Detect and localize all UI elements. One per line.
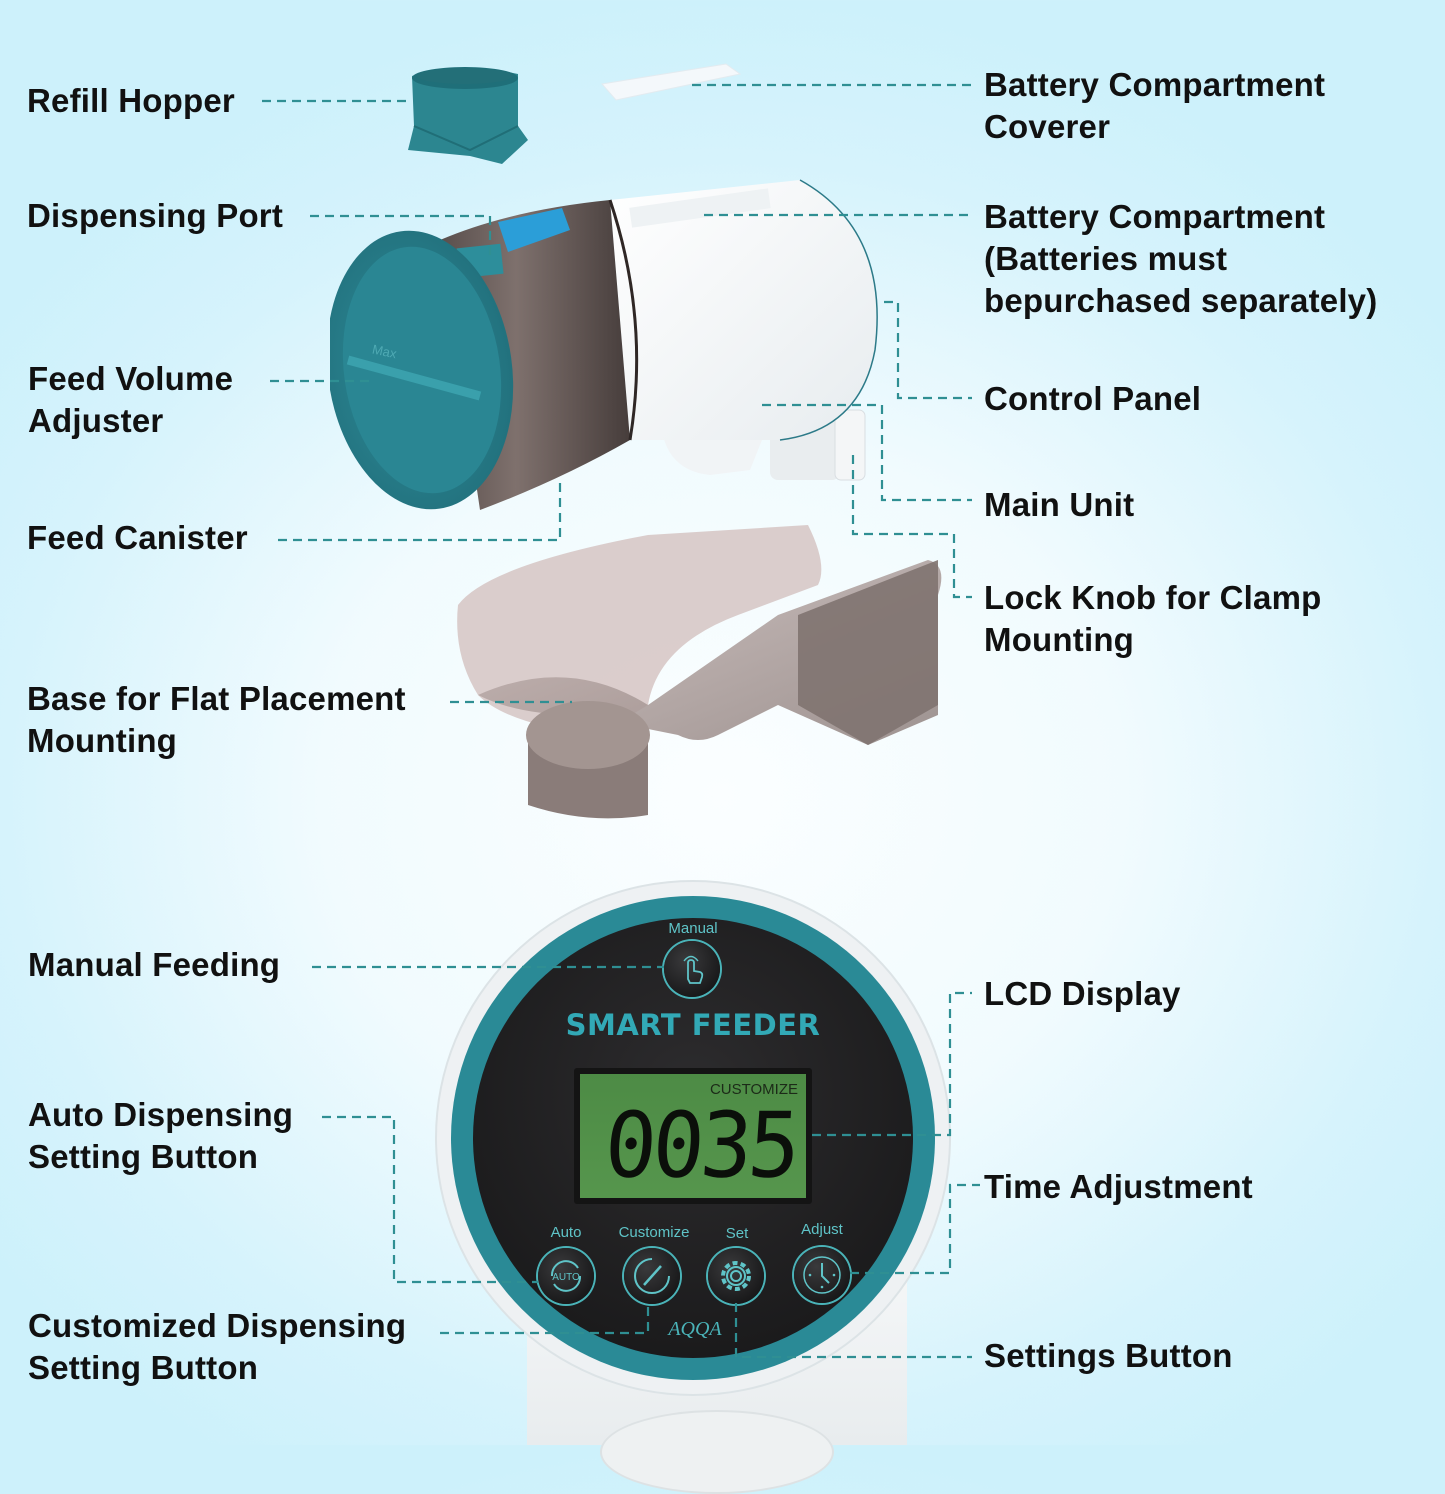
hand-tap-icon <box>683 955 704 984</box>
label-feed-canister: Feed Canister <box>27 519 248 556</box>
label-auto-dispensing: Auto Dispensing Setting Button <box>28 1096 294 1175</box>
auto-cycle-icon: AUTO <box>550 1260 582 1292</box>
label-base-flat-placement: Base for Flat Placement Mounting <box>27 680 406 759</box>
label-battery-compartment-cover: Battery Compartment Coverer <box>984 66 1326 145</box>
adjust-button-label: Adjust <box>801 1221 843 1238</box>
refill-hopper-part <box>408 67 528 164</box>
customize-button[interactable] <box>624 1248 680 1304</box>
label-manual-feeding: Manual Feeding <box>28 946 281 983</box>
label-settings-button: Settings Button <box>984 1337 1233 1374</box>
label-control-panel: Control Panel <box>984 380 1202 417</box>
clock-icon <box>803 1256 841 1294</box>
lcd-mode-text: CUSTOMIZE <box>709 1081 798 1098</box>
label-dispensing-port: Dispensing Port <box>27 197 284 234</box>
leader-lines <box>262 83 980 1359</box>
label-battery-compartment: Battery Compartment (Batteries must bepu… <box>984 198 1378 319</box>
lcd-display: CUSTOMIZE 0035 <box>574 1068 812 1204</box>
manual-feed-button[interactable] <box>664 941 720 997</box>
label-lcd-display: LCD Display <box>984 975 1181 1012</box>
feeder-main-body: Max <box>330 179 878 510</box>
manual-button-label: Manual <box>668 920 718 937</box>
label-main-unit: Main Unit <box>984 486 1135 523</box>
svg-text:AUTO: AUTO <box>552 1272 580 1283</box>
brand-title: SMART FEEDER <box>565 1008 821 1042</box>
label-lock-knob: Lock Knob for Clamp Mounting <box>984 579 1322 658</box>
label-refill-hopper: Refill Hopper <box>27 82 235 119</box>
label-feed-volume-adjuster: Feed Volume Adjuster <box>28 360 234 439</box>
label-time-adjustment: Time Adjustment <box>984 1168 1253 1205</box>
battery-cover-part <box>601 63 742 101</box>
flat-placement-base-part <box>457 525 942 819</box>
auto-button[interactable]: AUTO <box>538 1248 594 1304</box>
gear-icon <box>721 1261 751 1291</box>
brand-logo: AQQA <box>668 1318 722 1340</box>
adjuster-max-marking: Max <box>371 341 399 361</box>
set-button-label: Set <box>725 1225 749 1242</box>
customize-button-label: Customize <box>618 1224 690 1241</box>
auto-button-label: Auto <box>550 1224 582 1241</box>
adjust-button[interactable] <box>794 1247 850 1303</box>
pen-icon <box>634 1258 670 1294</box>
set-button[interactable] <box>708 1248 764 1304</box>
label-customized-dispensing: Customized Dispensing Setting Button <box>28 1307 407 1386</box>
